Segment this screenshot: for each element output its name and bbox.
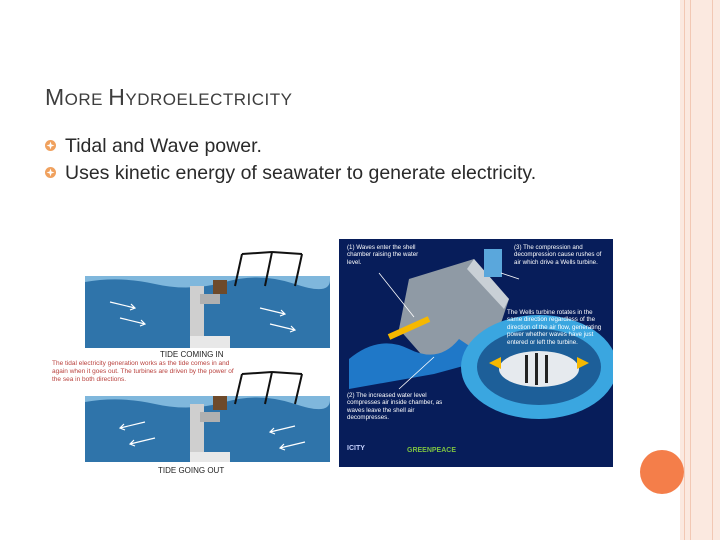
- bullet-item: Uses kinetic energy of seawater to gener…: [44, 160, 544, 187]
- decorative-edge-band: [680, 0, 720, 540]
- tidal-illustration: [85, 251, 330, 462]
- tidal-power-diagram: TIDE COMING IN The tidal electricity gen…: [50, 246, 330, 478]
- title-part: YDROELECTRICITY: [125, 90, 293, 109]
- wave-label-1: (1) Waves enter the shell chamber raisin…: [347, 244, 419, 266]
- wave-logo-1: ICITY: [347, 445, 365, 452]
- wave-logo-2: GREENPEACE: [407, 447, 457, 454]
- decorative-edge-line: [690, 0, 691, 540]
- decorative-edge-line: [684, 0, 685, 540]
- bullet-item: Tidal and Wave power.: [44, 133, 544, 160]
- wave-label-2: (2) The increased water level compresses…: [347, 392, 443, 422]
- title-letter: M: [45, 84, 65, 110]
- bullet-text: Tidal and Wave power.: [65, 135, 262, 157]
- wave-label-4: The Wells turbine rotates in the same di…: [507, 309, 602, 346]
- bullet-list: Tidal and Wave power. Uses kinetic energ…: [44, 133, 544, 187]
- gear-bullet-icon: [45, 140, 56, 151]
- title-letter: H: [108, 84, 126, 110]
- wave-power-diagram: (1) Waves enter the shell chamber raisin…: [339, 239, 613, 467]
- bullet-text: Uses kinetic energy of seawater to gener…: [65, 162, 537, 184]
- title-part: ORE: [64, 90, 109, 109]
- tidal-note: The tidal electricity generation works a…: [52, 360, 234, 383]
- decorative-orange-circle: [640, 450, 684, 494]
- caption-tide-out: TIDE GOING OUT: [158, 466, 225, 475]
- slide-title: MORE HYDROELECTRICITY: [45, 76, 293, 113]
- gear-bullet-icon: [45, 167, 56, 178]
- decorative-edge-line: [712, 0, 713, 540]
- caption-tide-in: TIDE COMING IN: [160, 350, 224, 359]
- wave-illustration: [349, 249, 613, 419]
- wave-label-3: (3) The compression and decompression ca…: [514, 244, 602, 266]
